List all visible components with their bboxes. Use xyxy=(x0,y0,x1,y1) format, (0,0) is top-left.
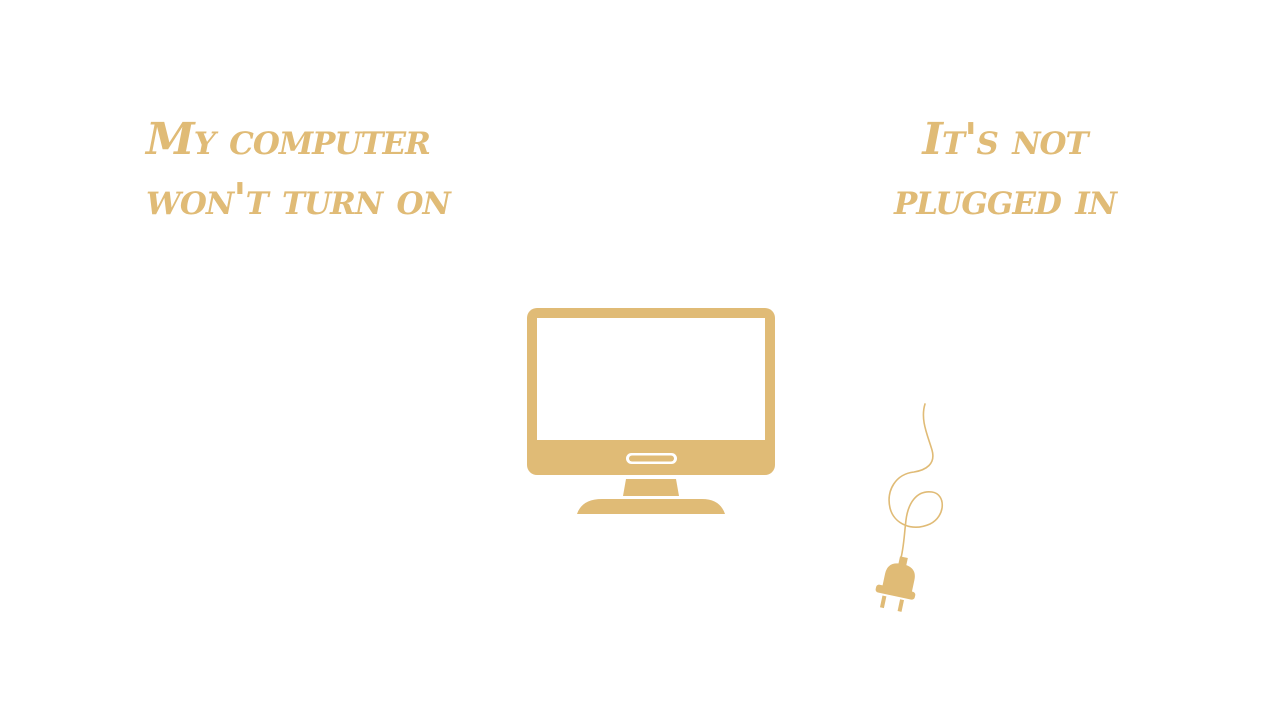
right-caption-line-2: plugged in xyxy=(893,174,1117,225)
monitor-icon xyxy=(527,308,775,514)
left-caption: My computer won't turn on xyxy=(146,110,451,230)
left-caption-line-2: won't turn on xyxy=(146,174,451,225)
right-caption-line-1: It's not xyxy=(922,114,1088,165)
power-plug-icon xyxy=(875,403,944,612)
right-caption: It's not plugged in xyxy=(860,110,1150,230)
left-caption-line-1: My computer xyxy=(146,114,431,165)
